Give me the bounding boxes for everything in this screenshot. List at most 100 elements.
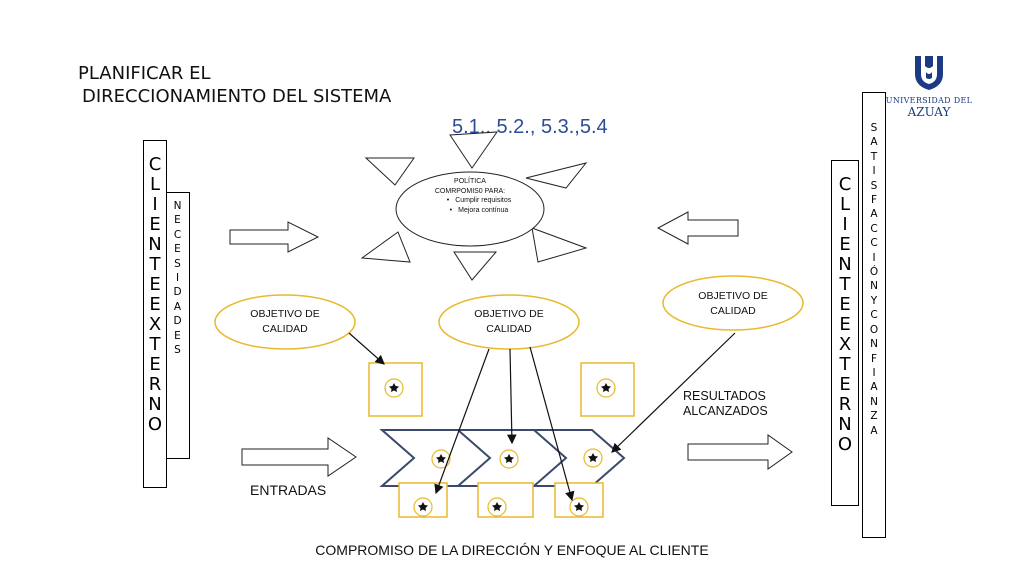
vertical-letter: E [174, 214, 181, 227]
vertical-letter: N [148, 234, 162, 255]
vertical-letter: A [173, 300, 182, 313]
vertical-letter: S [870, 122, 878, 134]
results-arrow [687, 434, 793, 470]
vertical-letter: N [148, 394, 162, 415]
right-arrow-needs [229, 221, 320, 253]
vertical-letter: A [870, 381, 878, 394]
vertical-letter: T [839, 274, 851, 295]
star-marker-icon [569, 497, 589, 517]
vertical-letter: A [870, 424, 878, 437]
vertical-letter: N [173, 200, 182, 212]
quality-box [477, 482, 534, 518]
sun-ray [531, 227, 588, 263]
vertical-letter: R [838, 394, 852, 415]
policy-heading: POLÍTICA [454, 178, 486, 185]
connector-arrow [434, 348, 490, 495]
vertical-letter: C [870, 309, 878, 322]
policy-item: Cumplir requisitos [418, 196, 540, 206]
vertical-letter: E [174, 329, 181, 342]
page-title: PLANIFICAR EL DIRECCIONAMIENTO DEL SISTE… [78, 62, 391, 108]
vertical-letter: S [870, 179, 878, 192]
vertical-letter: N [870, 395, 878, 408]
objective-line-2: CALIDAD [486, 323, 532, 335]
sun-rays [360, 131, 588, 281]
vertical-letter: I [175, 272, 180, 285]
objective-line-2: CALIDAD [710, 305, 756, 317]
left-arrow-satisfaction [656, 211, 739, 245]
policy-subheading: COMRPOMIS0 PARA: [434, 187, 506, 195]
title-line-1: PLANIFICAR EL [78, 63, 211, 84]
university-name-line-1: UNIVERSIDAD DEL [885, 96, 973, 105]
vertical-letter: E [839, 234, 851, 255]
vertical-letter: L [149, 174, 161, 195]
vertical-letter: Z [870, 410, 878, 423]
star-marker-icon [384, 378, 404, 398]
connector-arrow [507, 348, 517, 445]
objective-line-1: OBJETIVO DE [250, 308, 320, 320]
vertical-letter: T [839, 354, 851, 375]
vertical-letter: N [838, 414, 852, 435]
objective-line-2: CALIDAD [262, 323, 308, 335]
vertical-letter: T [149, 254, 161, 275]
vertical-letter: L [839, 194, 851, 215]
sun-ray [449, 131, 499, 169]
bottom-caption: COMPROMISO DE LA DIRECCIÓN Y ENFOQUE AL … [315, 542, 709, 558]
title-line-2: DIRECCIONAMIENTO DEL SISTEMA [82, 86, 392, 107]
vertical-letter: Ó [869, 266, 879, 279]
vertical-letter: A [870, 208, 878, 221]
connector-arrow [348, 332, 385, 365]
university-name: UNIVERSIDAD DEL AZUAY [886, 96, 972, 119]
policy-list: Cumplir requisitos Mejora contínua [400, 196, 540, 215]
objective-label-3: OBJETIVO DE CALIDAD [663, 289, 803, 319]
vertical-letter: E [149, 274, 161, 295]
vertical-letter: E [174, 243, 181, 256]
vertical-letter: E [149, 354, 161, 375]
vertical-letter: X [838, 334, 852, 355]
objective-label-1: OBJETIVO DE CALIDAD [215, 307, 355, 337]
vertical-letter: C [148, 154, 162, 175]
inputs-label: ENTRADAS [250, 482, 327, 498]
objective-line-1: OBJETIVO DE [698, 290, 768, 302]
vertical-letter: E [149, 294, 161, 315]
sun-ray [360, 231, 411, 263]
star-marker-icon [431, 449, 451, 469]
university-logo: UNIVERSIDAD DEL AZUAY [884, 52, 974, 130]
sun-ray [525, 162, 588, 189]
vertical-letter: E [839, 314, 851, 335]
results-label-line-1: RESULTADOS [683, 389, 766, 403]
star-marker-icon [413, 497, 433, 517]
university-crest-icon [915, 56, 943, 90]
vertical-letter: E [839, 294, 851, 315]
vertical-letter: X [148, 314, 162, 335]
university-name-line-2: AZUAY [907, 105, 951, 119]
vertical-letter: I [872, 251, 876, 264]
star-marker-icon [583, 448, 603, 468]
star-markers [384, 378, 616, 517]
star-marker-icon [499, 449, 519, 469]
vertical-letter: N [870, 280, 878, 293]
objective-ellipse-1 [214, 294, 356, 350]
vertical-letter: I [872, 165, 876, 178]
vertical-letter: E [839, 374, 851, 395]
vertical-letter: A [870, 136, 878, 149]
vertical-letter: E [149, 214, 161, 235]
objective-label-2: OBJETIVO DE CALIDAD [439, 307, 579, 337]
vertical-letter: I [152, 194, 158, 215]
vertical-letter: Y [870, 294, 878, 307]
objective-ellipse-3 [662, 275, 804, 331]
vertical-letter: F [870, 194, 878, 207]
vertical-letter: C [173, 228, 182, 241]
vertical-letter: O [869, 323, 879, 336]
sun-ray [453, 251, 498, 281]
vertical-letter: S [174, 344, 181, 357]
connector-arrow [529, 346, 575, 502]
connector-arrow [611, 332, 736, 453]
vertical-letter: T [149, 334, 161, 355]
objective-line-1: OBJETIVO DE [474, 308, 544, 320]
star-marker-icon [487, 497, 507, 517]
